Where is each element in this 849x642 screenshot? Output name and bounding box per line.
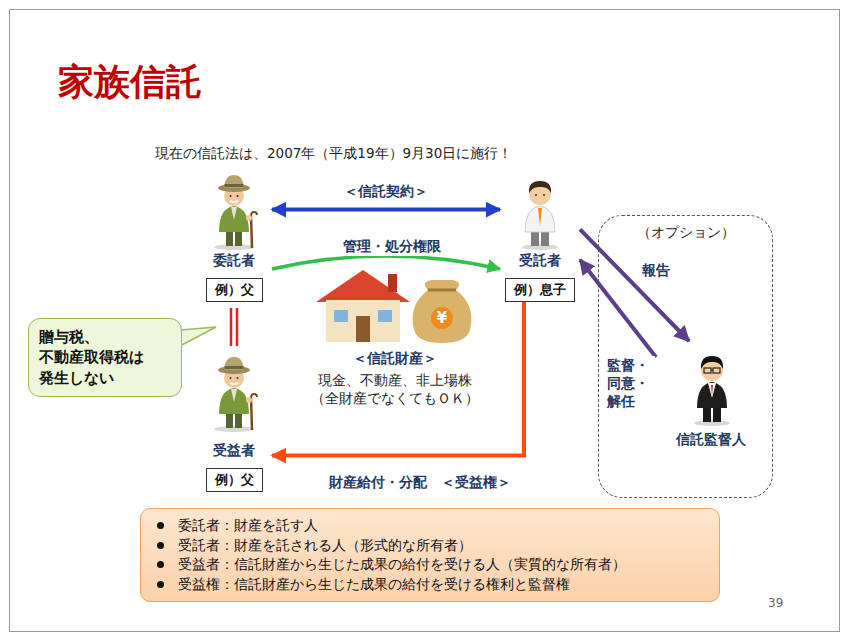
connector-line	[230, 308, 233, 346]
example-box: 例）父	[206, 468, 263, 492]
callout-bubble: 贈与税、 不動産取得税は 発生しない	[28, 318, 182, 397]
example-box: 例）息子	[505, 278, 575, 302]
node-text: 例）父	[215, 281, 254, 299]
node-text: 信託監督人	[676, 431, 746, 449]
note-label: ＜信託財産＞	[353, 350, 437, 368]
node-text: 贈与税、 不動産取得税は 発生しない	[39, 327, 171, 388]
person-node: 受益者例）父	[196, 352, 272, 492]
node-text: 受託者：財産を託される人（形式的な所有者）	[157, 536, 703, 556]
note-label: 現金、不動産、非上場株 （全財産でなくてもＯＫ）	[304, 372, 486, 408]
slide-title: 家族信託	[58, 58, 202, 107]
edge-label: 監督・ 同意・ 解任	[605, 356, 655, 411]
bullet-dot	[157, 542, 164, 549]
connector	[231, 308, 237, 346]
example-box: 例）父	[206, 278, 263, 302]
bullet-text: 受託者：財産を託される人（形式的な所有者）	[178, 536, 472, 556]
edge-label: 財産給付・分配 ＜受益権＞	[327, 474, 513, 492]
node-text: 受益者	[213, 442, 255, 460]
edge-label: 管理・処分権限	[341, 238, 443, 256]
connector	[580, 229, 689, 341]
note-label: 39	[768, 596, 783, 610]
person-node: 委託者例）父	[196, 170, 272, 302]
bullet-text: 受益権：信託財産から生じた成果の給付を受ける権利と監督権	[178, 575, 570, 595]
bullet-dot	[157, 561, 164, 568]
connector-line	[272, 208, 500, 212]
connector-line	[272, 256, 500, 269]
node-text: 受益者：信託財産から生じた成果の給付を受ける人（実質的な所有者）	[157, 555, 703, 575]
node-text: 委託者：財産を託す人	[157, 516, 703, 536]
edge-label: 報告	[640, 262, 672, 280]
connector-line	[272, 302, 524, 456]
connector-line	[580, 229, 689, 341]
person-node: 受託者例）息子	[500, 170, 580, 302]
bullet-dot	[157, 581, 164, 588]
person-node: 信託監督人	[656, 341, 766, 449]
node-text: 例）父	[215, 471, 254, 489]
connector	[272, 256, 500, 269]
definition-box: 委託者：財産を託す人受託者：財産を託される人（形式的な所有者）受益者：信託財産か…	[140, 508, 720, 602]
connector	[272, 209, 500, 210]
note-label: ¥	[437, 309, 447, 327]
connector	[272, 302, 524, 456]
node-text: 委託者	[213, 252, 255, 270]
bullet-text: 受益者：信託財産から生じた成果の給付を受ける人（実質的な所有者）	[178, 555, 626, 575]
node-text: 受託者	[519, 252, 561, 270]
connector-line	[236, 308, 239, 346]
edge-label: ＜信託契約＞	[342, 183, 430, 201]
note-label: 現在の信託法は、2007年（平成19年）9月30日に施行！	[155, 145, 512, 163]
bullet-text: 委託者：財産を託す人	[178, 516, 318, 536]
node-text: 受益権：信託財産から生じた成果の給付を受ける権利と監督権	[157, 575, 703, 595]
bullet-dot	[157, 522, 164, 529]
node-text: （オプション）	[599, 216, 772, 242]
node-text: 例）息子	[514, 281, 566, 299]
